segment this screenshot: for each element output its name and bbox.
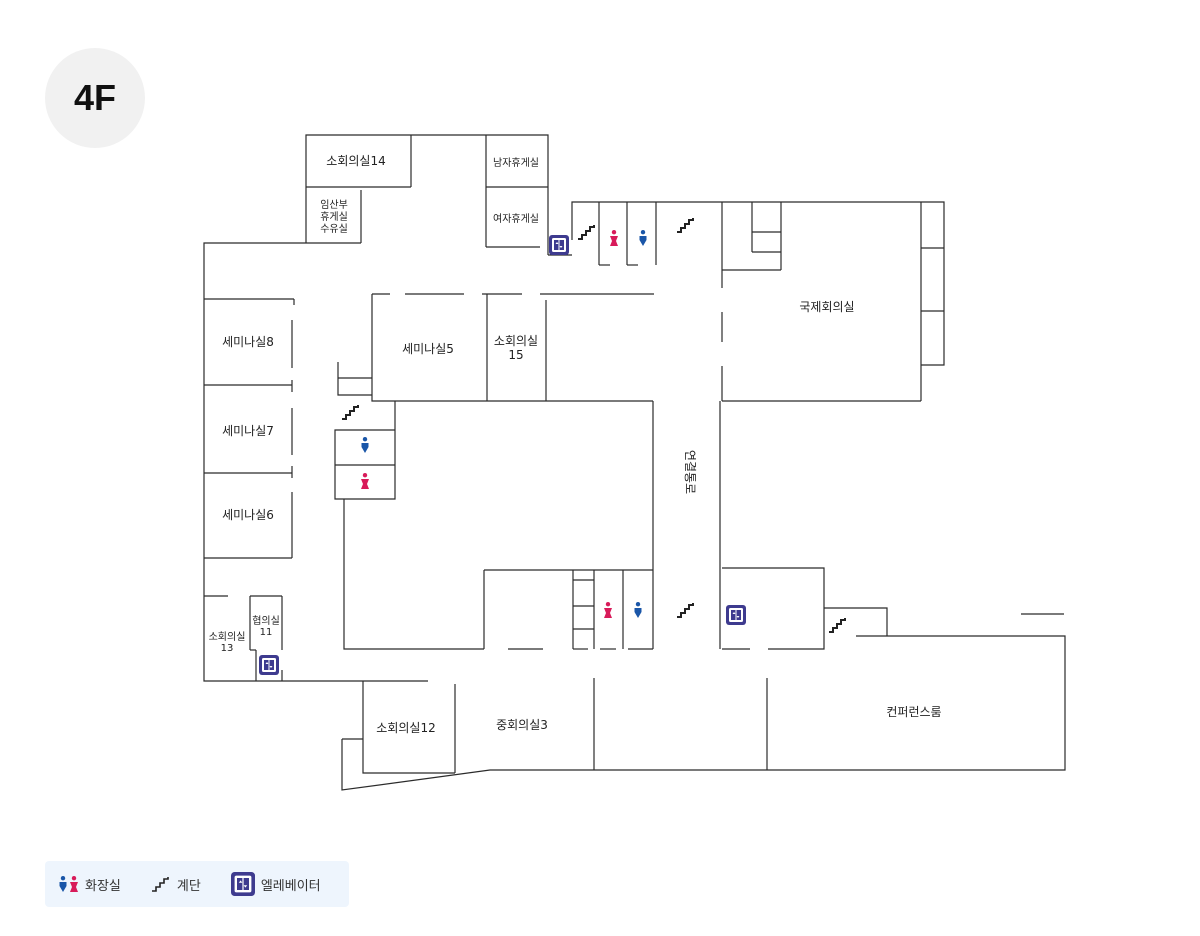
room-label: 세미나실5 xyxy=(402,342,454,356)
room-label: 세미나실6 xyxy=(222,508,274,522)
room-label: 13 xyxy=(221,643,234,654)
map-legend: 화장실 계단 엘레베이터 xyxy=(45,861,349,907)
elevator-icon xyxy=(230,872,255,896)
elevator-icon xyxy=(258,234,747,676)
restroom-icon xyxy=(361,230,647,618)
room-label: 소회의실 xyxy=(209,631,246,643)
room-label: 국제회의실 xyxy=(799,300,854,314)
legend-stairs: 계단 xyxy=(151,875,201,894)
room-label: 세미나실7 xyxy=(222,424,274,438)
room-label: 컨퍼런스룸 xyxy=(886,705,941,719)
legend-restroom-label: 화장실 xyxy=(85,878,121,894)
room-label: 11 xyxy=(260,627,273,638)
room-label: 임산부 xyxy=(320,198,348,211)
room-label: 수유실 xyxy=(320,223,348,235)
legend-restroom: 화장실 xyxy=(59,874,121,894)
stairs-icon xyxy=(151,877,169,892)
walls xyxy=(203,134,1066,791)
room-label: 소회의실14 xyxy=(326,154,385,168)
room-label: 세미나실8 xyxy=(222,335,274,349)
room-labels: 소회의실14 남자휴게실 여자휴게실 임산부 휴게실 수유실 세미나실8 세미나… xyxy=(209,154,942,735)
room-label: 중회의실3 xyxy=(496,718,548,732)
room-label: 소회의실 xyxy=(494,334,538,348)
floor-badge: 4F xyxy=(45,48,145,148)
room-label: 소회의실12 xyxy=(376,721,435,735)
legend-elevator: 엘레베이터 xyxy=(230,872,321,896)
legend-stairs-label: 계단 xyxy=(176,878,201,894)
room-label: 협의실 xyxy=(252,614,280,627)
legend-elevator-label: 엘레베이터 xyxy=(260,878,321,894)
room-label: 남자휴게실 xyxy=(493,157,539,169)
room-label: 15 xyxy=(508,348,523,362)
floor-plan-map: 소회의실14 남자휴게실 여자휴게실 임산부 휴게실 수유실 세미나실8 세미나… xyxy=(203,134,1066,791)
restroom-icon xyxy=(59,876,78,892)
corridor-label: 연결통로 xyxy=(683,450,697,494)
room-label: 휴게실 xyxy=(320,211,348,223)
room-label: 여자휴게실 xyxy=(493,213,539,225)
floor-label: 4F xyxy=(73,77,116,118)
